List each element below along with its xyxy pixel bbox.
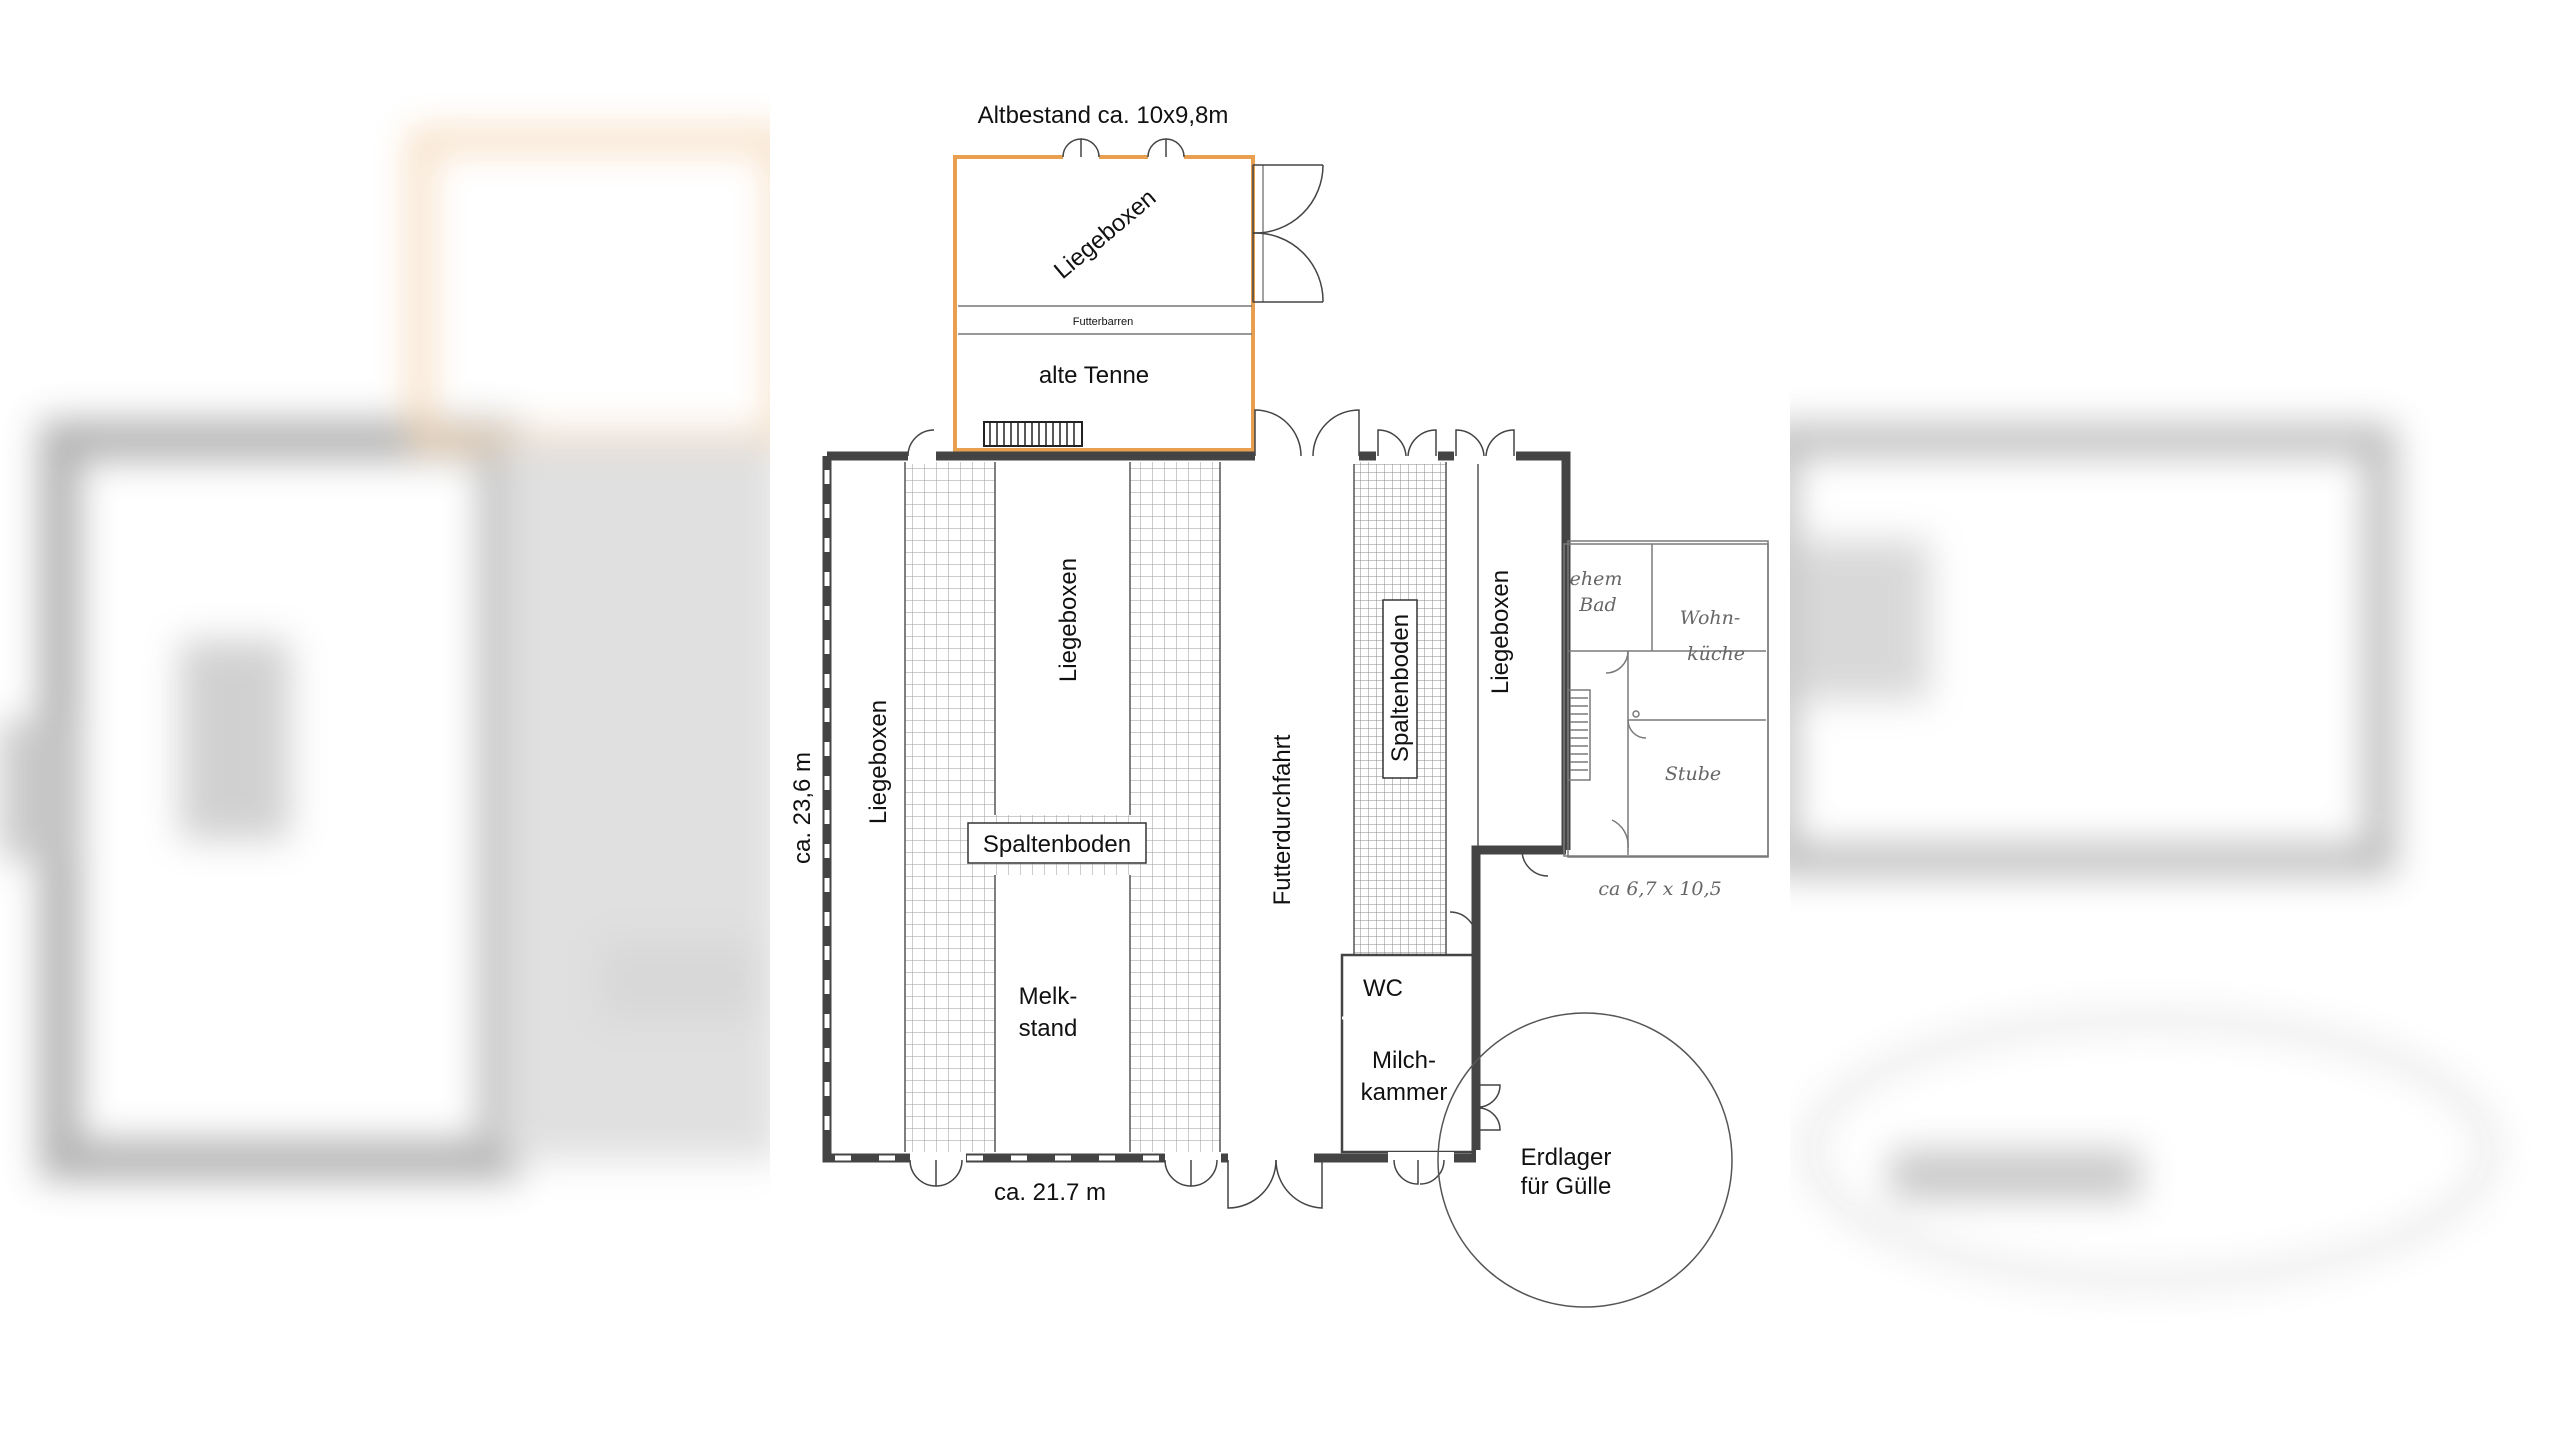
dimension-width: ca. 21.7 m <box>994 1179 1106 1206</box>
label-futterdurchfahrt: Futterdurchfahrt <box>1269 734 1296 905</box>
floor-plan-panel: Altbestand ca. 10x9,8m Liegeboxen Futter… <box>770 0 1790 1440</box>
stair-symbol <box>983 421 1083 447</box>
label-milchkammer-line2: kammer <box>1361 1079 1448 1106</box>
label-ehem-bad-line2: Bad <box>1578 594 1616 616</box>
label-spaltenboden-center: Spaltenboden <box>983 831 1131 858</box>
label-melkstand-line1: Melk- <box>1019 983 1078 1010</box>
label-ehem-bad-line1: ehem <box>1570 568 1623 590</box>
label-spaltenboden-right: Spaltenboden <box>1387 614 1414 762</box>
label-milchkammer-line1: Milch- <box>1372 1047 1436 1074</box>
label-wc: WC <box>1363 975 1403 1002</box>
milchkammer-room <box>1340 953 1478 1154</box>
erdlager-tank <box>1437 1012 1733 1308</box>
altbestand-building <box>953 138 1324 452</box>
wohnhaus-sketch <box>1563 540 1769 858</box>
label-stube: Stube <box>1665 763 1721 785</box>
label-alte-tenne: alte Tenne <box>1039 362 1149 389</box>
label-liegeboxen-center: Liegeboxen <box>1055 558 1082 682</box>
label-liegeboxen-right: Liegeboxen <box>1487 570 1514 694</box>
label-erdlager-line1: Erdlager <box>1521 1144 1612 1171</box>
label-futterbarren: Futterbarren <box>1073 316 1134 328</box>
label-wohnkueche-line2: küche <box>1687 643 1745 665</box>
main-barn <box>822 409 1571 1209</box>
spaltenboden-grid-middle <box>1130 462 1220 1152</box>
spaltenboden-grid-left <box>905 462 995 1152</box>
dimension-house: ca 6,7 x 10,5 <box>1598 878 1721 900</box>
altbestand-right-door <box>1252 164 1324 303</box>
label-wohnkueche-line1: Wohn- <box>1680 607 1741 629</box>
label-erdlager-line2: für Gülle <box>1521 1173 1612 1200</box>
label-liegeboxen-left: Liegeboxen <box>865 700 892 824</box>
floor-plan: Altbestand ca. 10x9,8m Liegeboxen Futter… <box>789 102 1769 1308</box>
label-melkstand-line2: stand <box>1019 1015 1078 1042</box>
altbestand-title: Altbestand ca. 10x9,8m <box>978 102 1229 129</box>
dimension-height: ca. 23,6 m <box>789 752 816 864</box>
